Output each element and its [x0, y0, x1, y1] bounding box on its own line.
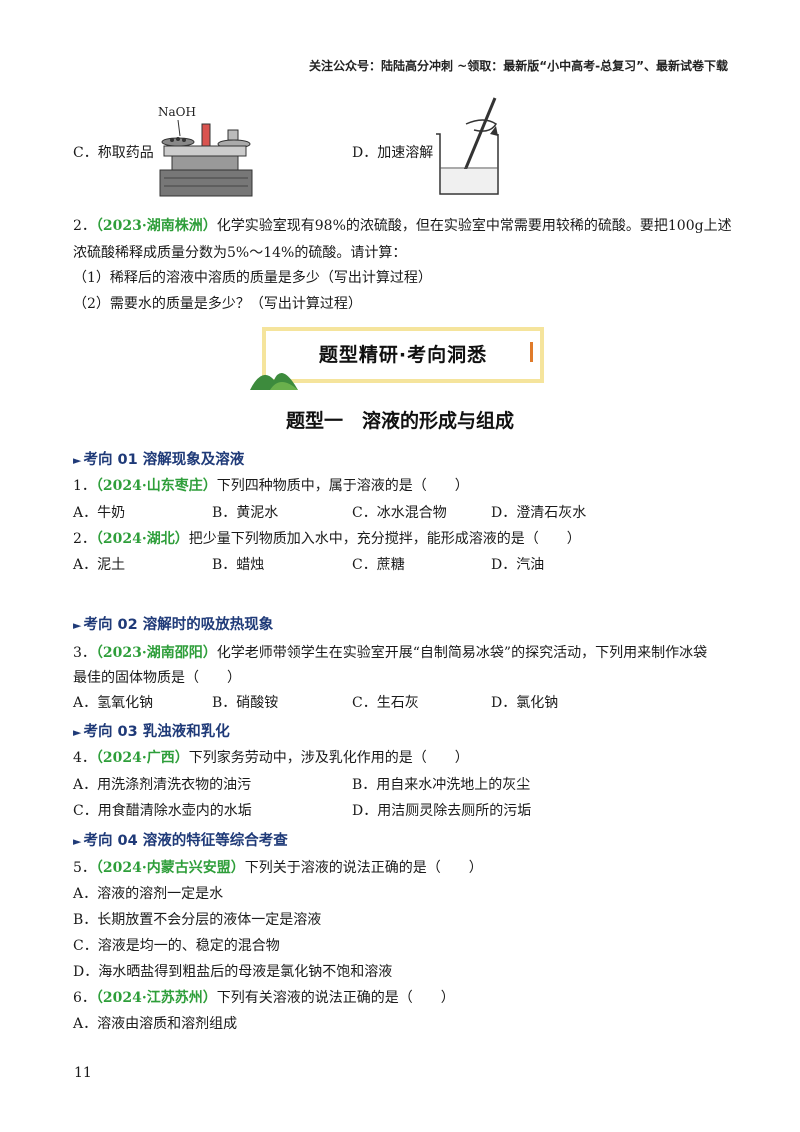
question-text: 化学实验室现有98%的浓硫酸，但在实验室中常需要用较稀的硫酸。要把100g上述: [216, 218, 732, 234]
option-d: D．氯化钠: [491, 695, 559, 711]
option-c: C．冰水混合物: [352, 505, 447, 521]
banner-frame: [262, 327, 544, 383]
question-3: 3．（2023·湖南邵阳）化学老师带领学生在实验室开展“自制简易冰袋”的探究活动…: [73, 645, 708, 661]
question-6: 6．（2024·江苏苏州）下列有关溶液的说法正确的是（ ）: [73, 990, 455, 1006]
option-b: B．黄泥水: [212, 505, 279, 521]
option-b: B．蜡烛: [212, 557, 265, 573]
arrow-icon: ►: [73, 619, 82, 632]
option-a: A．氢氧化钠: [73, 695, 154, 711]
question-1: 1．（2024·山东枣庄）下列四种物质中，属于溶液的是（ ）: [73, 478, 469, 494]
question-2-line2: 浓硫酸稀释成质量分数为5%～14%的硫酸。请计算：: [73, 245, 407, 261]
option-c: C．溶液是均一的、稳定的混合物: [73, 938, 280, 954]
banner-title: 题型精研·考向洞悉: [318, 344, 488, 366]
arrow-icon: ►: [73, 454, 82, 467]
option-a: A．用洗涤剂清洗衣物的油污: [73, 777, 252, 793]
question-source: （2023·湖南株洲）: [95, 218, 217, 234]
option-c: C．蔗糖: [352, 557, 405, 573]
kaoxiang-04-heading: ►考向 04 溶液的特征等综合考查: [73, 833, 288, 849]
option-a: A．牛奶: [73, 505, 126, 521]
page-number: 11: [74, 1065, 92, 1081]
page-header: 关注公众号：陆陆高分冲刺 ~领取：最新版“小中高考-总复习”、最新试卷下载: [309, 59, 728, 73]
mountain-icon: [250, 372, 298, 390]
arrow-icon: ►: [73, 835, 82, 848]
kaoxiang-03-heading: ►考向 03 乳浊液和乳化: [73, 724, 230, 740]
question-5: 5．（2024·内蒙古兴安盟）下列关于溶液的说法正确的是（ ）: [73, 860, 483, 876]
banner-accent-mark: [530, 342, 533, 362]
option-c-label: C．称取药品: [73, 145, 154, 161]
question-2b: 2．（2024·湖北）把少量下列物质加入水中，充分搅拌，能形成溶液的是（ ）: [73, 531, 581, 547]
option-a: A．溶液的溶剂一定是水: [73, 886, 224, 902]
option-d: D．用洁厕灵除去厕所的污垢: [352, 803, 532, 819]
option-d-label: D．加速溶解: [352, 145, 434, 161]
question-2: 2．（2023·湖南株洲）化学实验室现有98%的浓硫酸，但在实验室中常需要用较稀…: [73, 216, 732, 236]
arrow-icon: ►: [73, 726, 82, 739]
option-a: A．溶液由溶质和溶剂组成: [73, 1016, 238, 1032]
option-b: B．用自来水冲洗地上的灰尘: [352, 777, 531, 793]
question-number: 2．: [73, 218, 96, 234]
beaker-stirring-image: [436, 97, 499, 195]
option-b: B．长期放置不会分层的液体一定是溶液: [73, 912, 322, 928]
option-c: C．生石灰: [352, 695, 419, 711]
section-title: 题型一 溶液的形成与组成: [285, 410, 514, 432]
option-b: B．硝酸铵: [212, 695, 279, 711]
naoh-label: NaOH: [158, 105, 196, 119]
option-d: D．海水晒盐得到粗盐后的母液是氯化钠不饱和溶液: [73, 964, 393, 980]
question-4: 4．（2024·广西）下列家务劳动中，涉及乳化作用的是（ ）: [73, 750, 469, 766]
balance-scale-image: NaOH: [158, 105, 253, 197]
option-d: D．澄清石灰水: [491, 505, 587, 521]
option-c: C．用食醋清除水壶内的水垢: [73, 803, 252, 819]
question-2-sub2: （2）需要水的质量是多少？（写出计算过程）: [73, 296, 362, 312]
kaoxiang-01-heading: ►考向 01 溶解现象及溶液: [73, 452, 245, 468]
kaoxiang-02-heading: ►考向 02 溶解时的吸放热现象: [73, 617, 274, 633]
question-3-line2: 最佳的固体物质是（ ）: [73, 670, 241, 686]
option-d: D．汽油: [491, 557, 545, 573]
option-a: A．泥土: [73, 557, 126, 573]
question-2-sub1: （1）稀释后的溶液中溶质的质量是多少（写出计算过程）: [73, 270, 432, 286]
